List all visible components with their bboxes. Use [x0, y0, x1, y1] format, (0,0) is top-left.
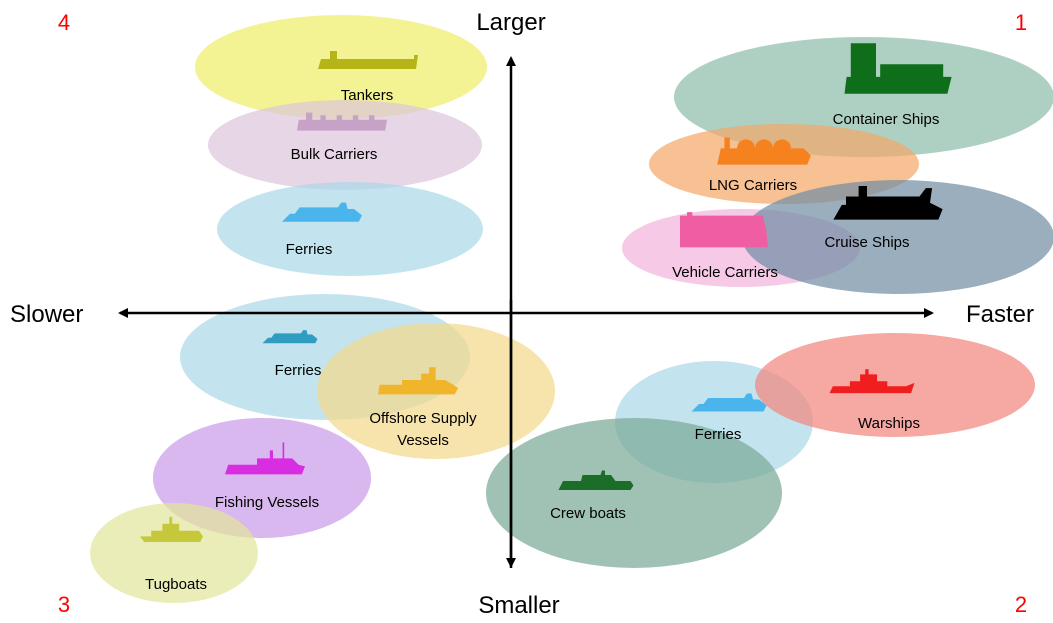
cruise-ships-region — [742, 180, 1053, 294]
fishing-vessel-icon — [225, 442, 305, 475]
tugboat-icon — [140, 516, 203, 542]
crew-boats-label-line: Crew boats — [550, 505, 626, 522]
lng-carriers-label: LNG Carriers — [709, 177, 797, 194]
ferries-slow-small-label: Ferries — [275, 362, 322, 379]
ferries-slow-small-label-line: Ferries — [275, 362, 322, 379]
ferries-large-region — [217, 182, 483, 276]
ferries-large-label-line: Ferries — [286, 241, 333, 258]
vehicle-carriers-label-line: Vehicle Carriers — [672, 264, 778, 281]
fishing-vessels-label-line: Fishing Vessels — [215, 494, 319, 511]
warships-label-line: Warships — [858, 415, 920, 432]
tugboats-region — [90, 503, 258, 603]
bulk-carriers-label: Bulk Carriers — [291, 146, 378, 163]
ferry-icon — [282, 202, 362, 222]
axis-label-faster: Faster — [966, 301, 1034, 328]
bulk-carriers-label-line: Bulk Carriers — [291, 146, 378, 163]
tankers-label-line: Tankers — [341, 87, 394, 104]
ferry-icon — [691, 393, 767, 412]
ship-icons — [140, 43, 952, 542]
cruise-ships-label: Cruise Ships — [824, 234, 909, 251]
offshore-supply-label-line: Vessels — [397, 432, 449, 449]
warships-label: Warships — [858, 415, 920, 432]
quadrant-number-4: 4 — [58, 10, 70, 35]
cruise-ship-icon — [833, 186, 943, 220]
ferries-fast-small-label-line: Ferries — [695, 426, 742, 443]
axis-label-smaller: Smaller — [478, 592, 559, 619]
axes — [118, 56, 934, 568]
ferries-fast-small-label: Ferries — [695, 426, 742, 443]
warships-region — [755, 333, 1035, 437]
quadrant-number-1: 1 — [1015, 10, 1027, 35]
warship-icon — [829, 369, 915, 394]
tankers-label: Tankers — [341, 87, 394, 104]
crew-boat-icon — [558, 470, 634, 490]
crew-boats-label: Crew boats — [550, 505, 626, 522]
container-ships-label-line: Container Ships — [833, 111, 940, 128]
fishing-vessels-label: Fishing Vessels — [215, 494, 319, 511]
offshore-supply-label-line: Offshore Supply — [369, 410, 477, 427]
tugboats-label: Tugboats — [145, 576, 207, 593]
vehicle-carrier-icon — [680, 212, 768, 248]
ferries-large-label: Ferries — [286, 241, 333, 258]
lng-carrier-icon — [717, 137, 811, 165]
quadrant-number-2: 2 — [1015, 592, 1027, 617]
lng-carriers-label-line: LNG Carriers — [709, 177, 797, 194]
container-ship-icon — [844, 43, 952, 94]
offshore-supply-icon — [378, 367, 458, 395]
crew-boats-region — [486, 418, 782, 568]
axis-label-larger: Larger — [476, 9, 545, 36]
quadrant-number-3: 3 — [58, 592, 70, 617]
axis-label-slower: Slower — [10, 301, 83, 328]
container-ships-label: Container Ships — [833, 111, 940, 128]
bulk-carriers-region — [208, 100, 482, 190]
bulk-carrier-icon — [297, 112, 387, 131]
tugboats-label-line: Tugboats — [145, 576, 207, 593]
vehicle-carriers-label: Vehicle Carriers — [672, 264, 778, 281]
tanker-icon — [318, 51, 418, 69]
cruise-ships-label-line: Cruise Ships — [824, 234, 909, 251]
